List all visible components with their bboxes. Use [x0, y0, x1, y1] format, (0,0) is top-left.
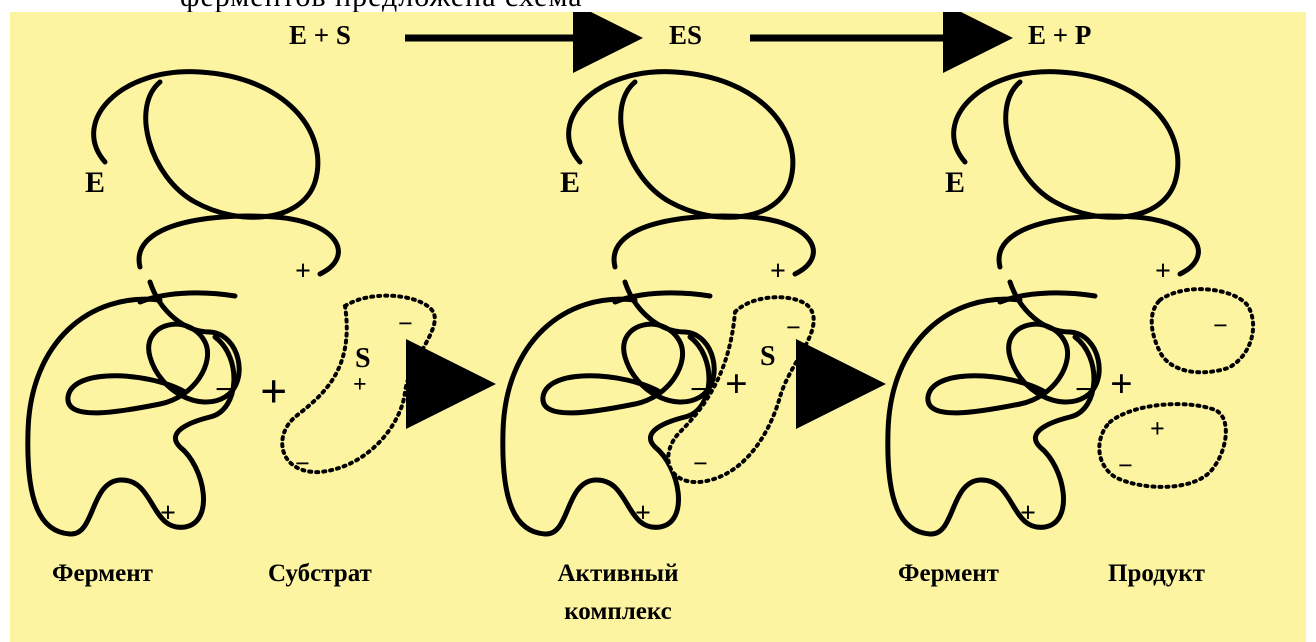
- svg-text:+: +: [353, 372, 367, 398]
- product-shape-1: [1152, 289, 1253, 372]
- svg-text:−: −: [398, 309, 413, 338]
- caption-product: Продукт: [1108, 560, 1205, 588]
- svg-text:−: −: [1213, 311, 1228, 340]
- svg-text:−: −: [693, 449, 708, 478]
- caption-enzyme-2: Фермент: [898, 560, 999, 588]
- svg-text:+: +: [725, 361, 748, 406]
- svg-text:−: −: [786, 313, 801, 342]
- header-fragment: ферментов предложена схема: [180, 0, 583, 12]
- caption-complex-line1: Активный: [548, 560, 688, 588]
- top-strip: ферментов предложена схема: [0, 0, 1316, 12]
- svg-text:S: S: [355, 343, 371, 374]
- svg-text:+: +: [1110, 361, 1133, 406]
- svg-text:−: −: [295, 449, 310, 478]
- svg-text:+: +: [1150, 414, 1165, 443]
- caption-complex-line2: комплекс: [548, 598, 688, 626]
- svg-text:+: +: [260, 365, 287, 418]
- svg-text:−: −: [1118, 451, 1133, 480]
- caption-enzyme-1: Фермент: [52, 560, 153, 588]
- caption-substrate: Субстрат: [268, 560, 372, 588]
- diagram-panel: E + S ES E + P E + − +: [10, 12, 1306, 642]
- enzyme-reaction-diagram: E + − + S − + − + S − + − −: [10, 12, 1306, 642]
- svg-text:S: S: [760, 341, 776, 372]
